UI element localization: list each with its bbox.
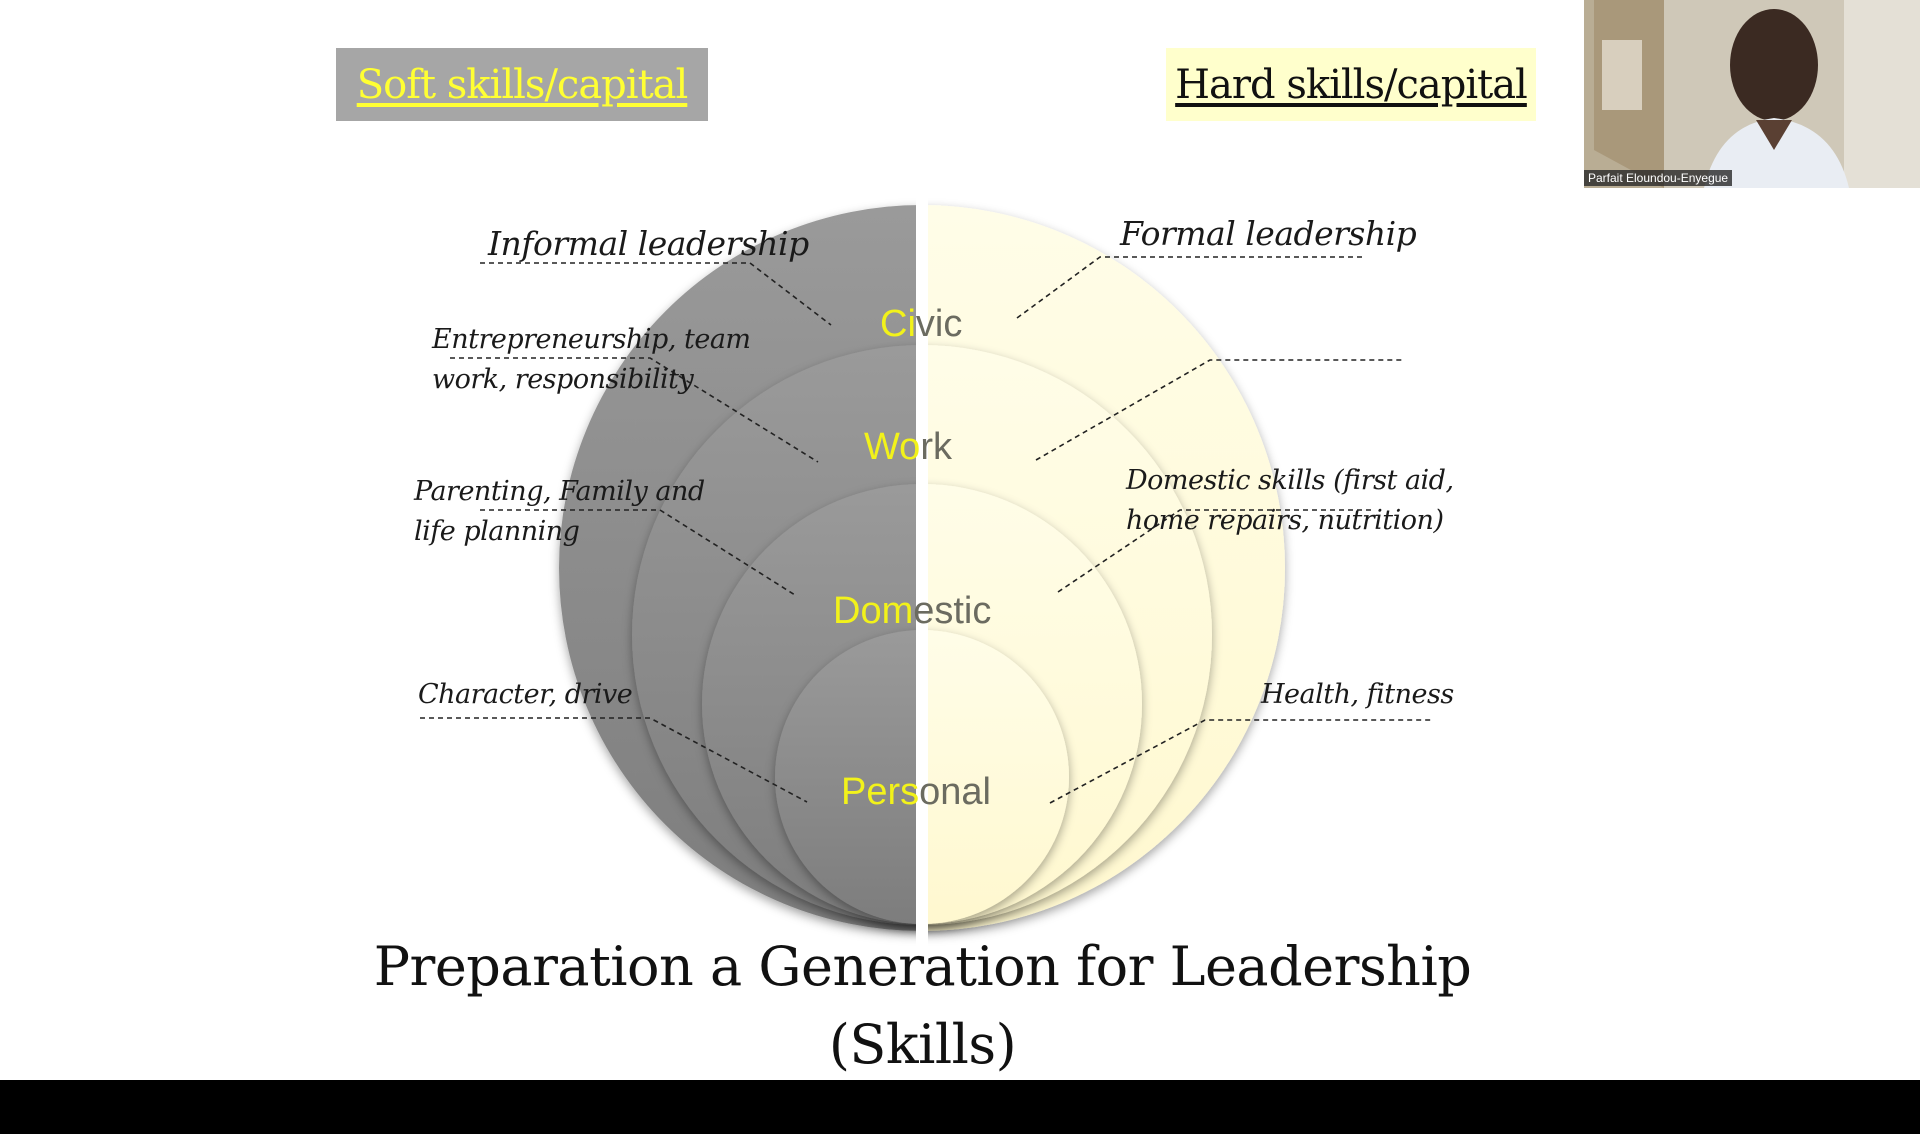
slide-title-line1: Preparation a Generation for Leadership <box>373 935 1472 998</box>
nested-circles-diagram <box>420 205 1432 931</box>
hard-skills-header-text: Hard skills/capital <box>1175 61 1528 108</box>
parenting-text-line2: life planning <box>414 516 580 547</box>
health-text: Health, fitness <box>1261 679 1454 710</box>
civic-label-left: Ci <box>880 303 916 345</box>
slide-title: Preparation a Generation for Leadership … <box>300 928 1545 1080</box>
domestic-label-left: Dom <box>833 590 914 632</box>
domestic-label: Domestic <box>833 590 991 633</box>
bottom-black-bar <box>0 1080 1920 1134</box>
domestic-skills-leader <box>1057 509 1372 593</box>
work-label: Work <box>864 426 952 469</box>
soft-half <box>559 205 916 931</box>
right-leader-lines <box>1016 256 1432 804</box>
parenting-leader <box>480 509 796 596</box>
character-text: Character, drive <box>418 679 633 710</box>
hard-skills-header: Hard skills/capital <box>1166 48 1536 121</box>
personal-label-right: onal <box>919 771 991 813</box>
work-right-leader <box>1035 359 1402 461</box>
entrepreneurship-text-line1: Entrepreneurship, team <box>432 324 751 355</box>
left-leader-lines <box>420 262 832 803</box>
participant-name-tag: Parfait Eloundou-Enyegue <box>1584 170 1733 186</box>
civic-label-right: vic <box>915 303 963 345</box>
domestic-label-right: estic <box>913 590 992 632</box>
hard-half <box>928 205 1285 931</box>
informal-leadership-leader <box>480 262 832 326</box>
work-label-right: rk <box>920 426 952 468</box>
health-leader <box>1049 719 1432 804</box>
slide-title-line2: (Skills) <box>828 1013 1017 1076</box>
civic-label: Civic <box>880 303 962 346</box>
work-label-left: Wo <box>864 426 921 468</box>
character-leader <box>420 717 808 803</box>
entrepreneurship-leader <box>450 357 819 463</box>
domestic-skills-text-line1: Domestic skills (first aid, <box>1126 465 1454 496</box>
personal-circle-right <box>928 630 1069 924</box>
entrepreneurship-text-line2: work, responsibility <box>432 364 694 395</box>
formal-leadership-text: Formal leadership <box>1120 214 1417 253</box>
parenting-text-line1: Parenting, Family and <box>414 476 705 507</box>
participant-video-frame <box>1584 0 1920 188</box>
soft-skills-header: Soft skills/capital <box>336 48 708 121</box>
presentation-slide: Soft skills/capital Hard skills/capital <box>0 0 1920 1080</box>
participant-video[interactable]: Parfait Eloundou-Enyegue <box>1584 0 1920 188</box>
soft-skills-header-text: Soft skills/capital <box>356 61 689 108</box>
domestic-skills-text-line2: home repairs, nutrition) <box>1126 505 1444 536</box>
personal-label: Personal <box>841 771 991 814</box>
informal-leadership-text: Informal leadership <box>488 224 809 263</box>
personal-circle-left <box>775 630 916 924</box>
personal-label-left: Pers <box>841 771 920 813</box>
formal-leadership-leader <box>1016 256 1364 319</box>
